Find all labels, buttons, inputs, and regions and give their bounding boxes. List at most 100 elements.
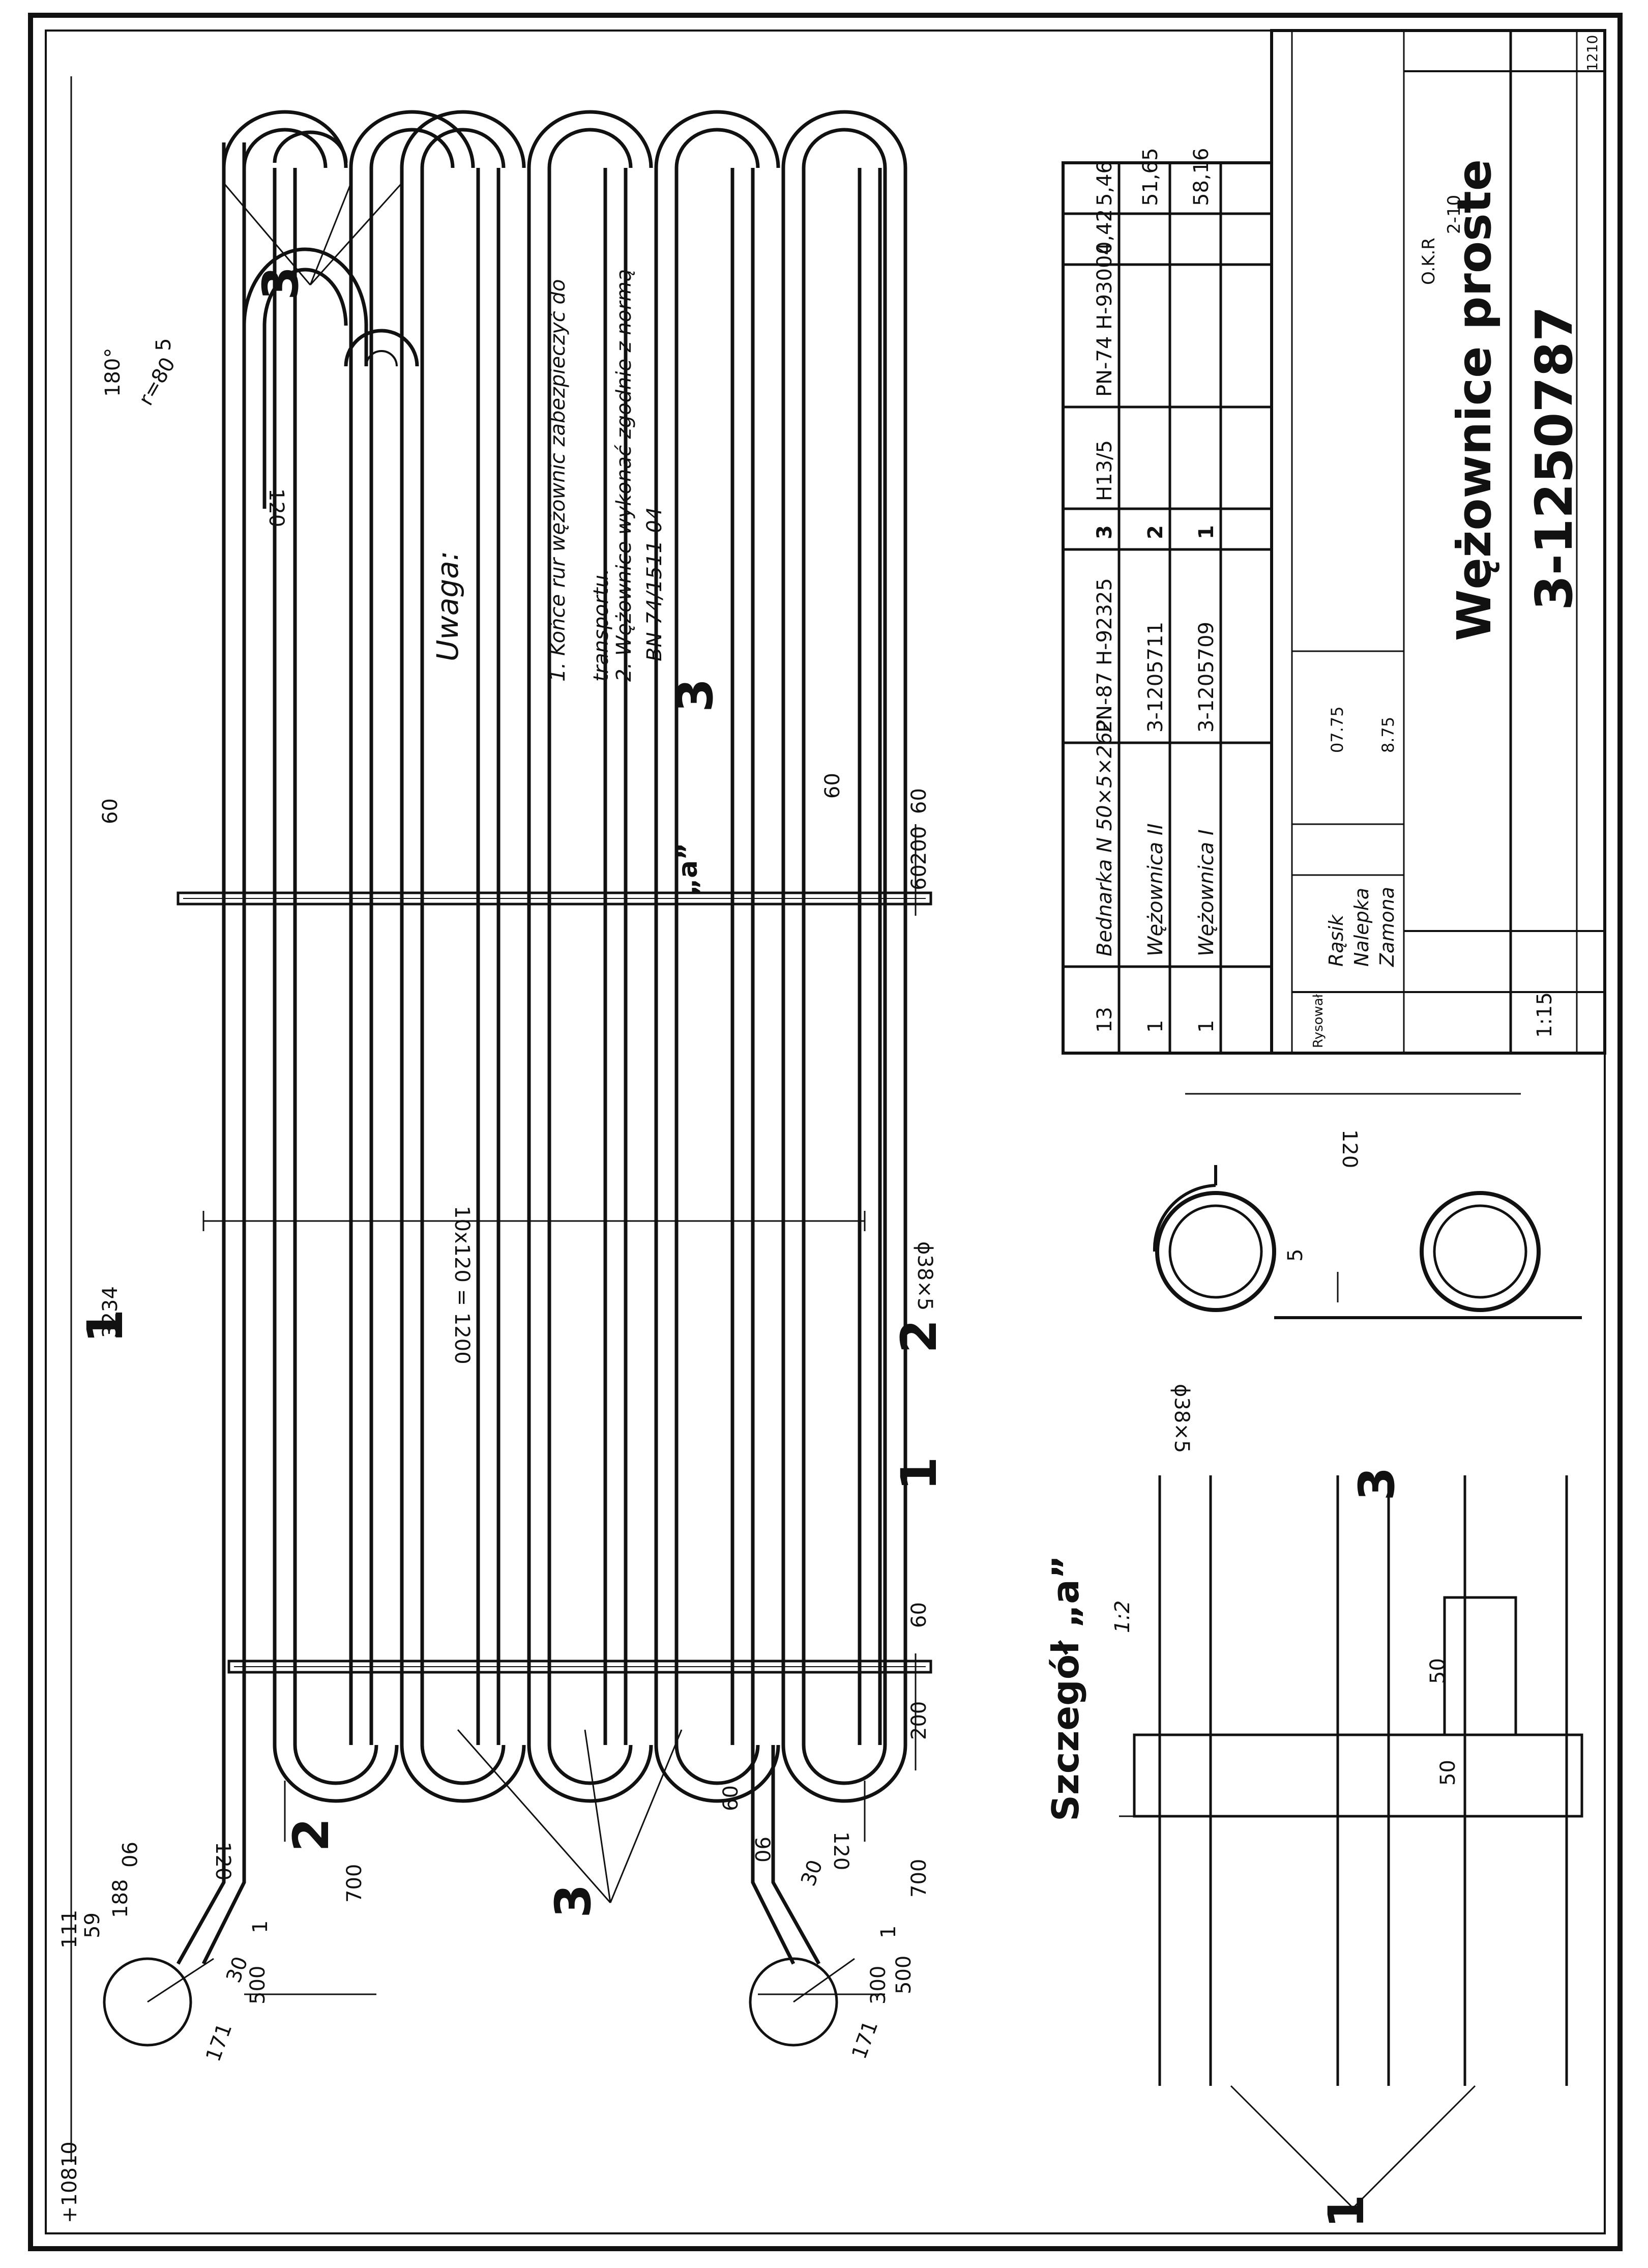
dim-90a: 90 [117,1842,140,1868]
row2-name: Wężownica II [1144,823,1167,956]
coil-main-view [176,110,907,1965]
sheet-code: 1210 [1584,35,1601,71]
col-label: Rysował [1311,994,1326,1048]
row3-pos: 1 [1195,525,1218,539]
dim-30b: 30 [797,1857,828,1889]
parts-list-grid [1062,161,1273,1055]
pos-1c: 1 [1318,2194,1375,2228]
dim-700a: 700 [343,1864,366,1903]
dim-60b: 60 [907,864,931,890]
row1-name: Bednarka N 50×5×262 [1093,719,1116,956]
pos-2a: 2 [283,1818,340,1852]
notes-block: Uwaga: 1. Końce rur wężownic zabezpieczy… [430,269,666,682]
detail-labels: Szczegół „a” 1:2 „a” [673,843,1134,1821]
detail-title: Szczegół „a” [1044,1555,1087,1821]
dimension-texts: 3234 10x120 = 1200 60 60 60 60 60 60 200… [58,338,1460,2223]
code-1: O.K.R [1419,238,1439,285]
pos-3d: 3 [1348,1467,1405,1501]
dim-59: 59 [81,1912,104,1938]
notes-line2: transportu. [590,568,613,682]
leader-lines [223,182,1476,2209]
row2-doc: 3-1205711 [1144,622,1167,733]
pos-3b: 3 [667,678,724,712]
dim-60d: 60 [719,1785,743,1811]
dim-1a: 1 [249,1921,272,1933]
dim-171b: 171 [847,2018,882,2062]
row1-material: H13/5 [1093,440,1116,501]
row1-mass-unit: 0,42 [1093,209,1116,254]
total-mass-1: 51,65 [1139,148,1162,206]
approved-by: Zamona [1376,887,1398,967]
dim-700b: 700 [907,1859,931,1898]
dim-r80: r=80 [134,354,180,410]
dim-500b: 500 [892,1956,916,1994]
dim-111: 111 [58,1910,81,1949]
checked-by: Nalepka [1350,888,1373,967]
dim-1b: 1 [877,1926,900,1938]
notes-line1: 1. Końce rur wężownic zabezpieczyć do [546,279,570,682]
dim-200a: 200 [907,826,931,865]
notes-line4: BN-74/1511-04 [643,507,666,661]
pos-1a: 1 [77,1309,134,1343]
row1-mass-total: 5,46 [1093,161,1116,206]
dim-60c: 60 [907,1602,931,1628]
dim-180: 180° [101,348,125,397]
dim-300: 300 [867,1966,890,2004]
dim-171a: 171 [201,2020,237,2065]
pos-1b: 1 [891,1457,948,1491]
title-block: Wężownice proste 3-1250787 1:15 1210 Rąs… [1311,35,1601,1048]
notes-heading: Uwaga: [430,551,465,661]
title-block-grid [1270,29,1606,1055]
dim-5a: 5 [152,338,175,351]
u-bend-section-view [242,247,419,509]
drawing-scale: 1:15 [1533,992,1556,1038]
row3-doc: 3-1205709 [1195,622,1218,733]
date-3: 8.75 [1378,717,1398,753]
date-1: 07.75 [1328,706,1347,753]
row1-doc: PN-87 H-92325 [1093,578,1116,733]
dim-60f: 60 [907,788,931,814]
detail-cross-section [1153,1093,1582,1319]
dim-60a: 60 [99,798,122,824]
dim-120c: 120 [1338,1129,1361,1168]
sheet-border [28,13,1623,2251]
dim-pipe1: ϕ38×5 [913,1241,936,1311]
dim-pitch: 10x120 = 1200 [450,1206,474,1364]
row2-qty: 1 [1144,1020,1167,1033]
detail-side-view [1119,1475,1583,2086]
dim-120b: 120 [829,1831,852,1870]
dimension-lines [70,76,917,2162]
notes-line3: 2. Wężownice wykonać zgodnie z normą [612,269,636,682]
row2-pos: 2 [1144,525,1167,539]
code-2: 2-10 [1444,195,1464,234]
detail-scale: 1:2 [1111,1601,1134,1633]
dim-120a: 120 [211,1842,234,1880]
row1-qty: 13 [1093,1007,1116,1033]
row3-name: Wężownica I [1195,829,1218,956]
dim-120d: 120 [264,488,288,527]
dim-90b: 90 [750,1837,774,1863]
parts-list: 13 Bednarka N 50×5×262 PN-87 H-92325 3 H… [1093,148,1218,1033]
dim-elevation: +10810 [58,2141,81,2223]
row3-qty: 1 [1195,1020,1218,1033]
row1-standard: PN-74 H-93004 [1093,242,1116,397]
dim-200b: 200 [907,1701,931,1740]
drawn-by: Rąsik [1325,914,1347,967]
dim-500a: 500 [246,1966,270,2004]
dim-50b: 50 [1436,1760,1460,1786]
dim-5b: 5 [1284,1249,1307,1262]
dim-pipe2: ϕ38×5 [1170,1384,1193,1453]
dim-60e: 60 [821,773,844,799]
dim-188: 188 [109,1879,132,1918]
dim-overall: 3234 [99,1286,122,1338]
drawing-number: 3-1250787 [1524,306,1584,610]
position-markers: 3 3 3 3 1 1 1 2 2 [77,266,1405,2228]
detail-marker: „a” [673,843,703,895]
straps [176,891,932,1674]
drawing-title: Wężownice proste [1447,159,1502,641]
pos-3a: 3 [252,266,309,300]
pos-2b: 2 [891,1319,948,1353]
total-mass-2: 58,16 [1190,148,1213,206]
